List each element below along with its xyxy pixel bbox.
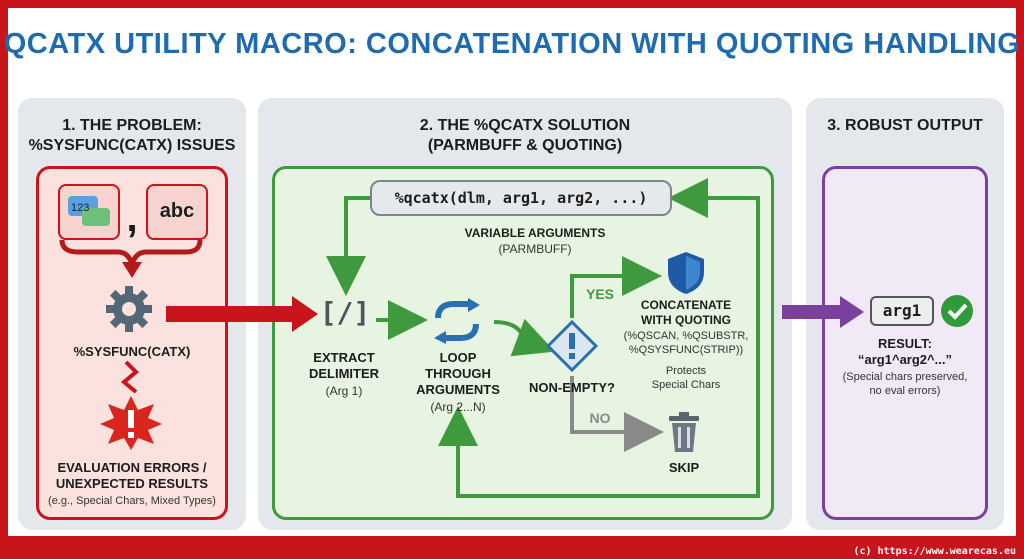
brace-connector	[59, 239, 203, 272]
page-title: QCATX UTILITY MACRO: CONCATENATION WITH …	[3, 28, 1021, 60]
result-note-line2: no eval errors)	[869, 385, 941, 397]
error-burst-icon	[98, 394, 164, 452]
abc-text: abc	[159, 200, 195, 222]
arg-chip-text: arg1	[882, 301, 922, 320]
extract-line1: EXTRACT	[313, 350, 375, 365]
protects-line2: Special Chars	[651, 379, 721, 391]
concat-line2: WITH QUOTING	[641, 313, 731, 327]
decision-diamond-icon	[545, 319, 599, 373]
sysfunc-label: %SYSFUNC(CATX)	[73, 344, 191, 359]
qcatx-signature: %qcatx(dlm, arg1, arg2, ...)	[370, 180, 672, 216]
loop-to-decision	[493, 318, 555, 357]
skip-label: SKIP	[668, 460, 700, 475]
signature-text: %qcatx(dlm, arg1, arg2, ...)	[394, 189, 648, 207]
decision-label: NON-EMPTY?	[529, 380, 615, 395]
trash-icon	[666, 412, 702, 454]
extract-sub: (Arg 1)	[325, 384, 363, 398]
numbers-chat-icon: 123	[58, 184, 120, 240]
copyright-footer[interactable]: (c) https://www.wearecas.eu	[853, 546, 1016, 557]
yes-branch	[570, 256, 662, 318]
brace-arrowhead	[122, 262, 142, 278]
delimiter-icon: [/]	[319, 296, 371, 329]
output-heading: 3. ROBUST OUTPUT	[827, 117, 983, 134]
loop-line1: LOOP	[439, 350, 477, 365]
concat-funcs1: (%QSCAN, %QSUBSTR,	[623, 330, 749, 342]
solution-heading-line1: 2. THE %QCATX SOLUTION	[419, 117, 631, 134]
red-flow-bar	[166, 306, 296, 322]
loop-sub: (Arg 2...N)	[430, 400, 486, 414]
result-label: RESULT:	[878, 336, 932, 351]
abc-quote-icon: abc	[146, 184, 208, 240]
purple-flow-arrowhead	[840, 296, 864, 328]
error-line1: EVALUATION ERRORS /	[57, 460, 207, 475]
loop-back	[438, 320, 760, 498]
varargs-label: VARIABLE ARGUMENTS	[464, 226, 606, 240]
arg-chip: arg1	[870, 296, 934, 326]
purple-flow-bar	[782, 305, 844, 319]
result-note-line1: (Special chars preserved,	[842, 371, 968, 383]
concat-funcs2: %QSYSFUNC(STRIP))	[628, 344, 744, 356]
output-box	[822, 166, 988, 520]
problem-heading-line1: 1. THE PROBLEM:	[62, 117, 202, 134]
no-label: NO	[589, 410, 611, 426]
protects-line1: Protects	[665, 365, 707, 377]
back-to-signature	[668, 178, 760, 320]
error-note: (e.g., Special Chars, Mixed Types)	[48, 495, 216, 507]
sig-to-extract	[326, 196, 372, 296]
varargs-sub: (PARMBUFF)	[498, 242, 572, 256]
concat-line1: CONCATENATE	[640, 298, 732, 312]
shield-icon	[664, 250, 708, 296]
lightning-bolt	[120, 360, 139, 394]
result-value: “arg1^arg2^...”	[858, 352, 952, 367]
red-flow-arrowhead	[292, 296, 318, 332]
comma-glyph: ,	[126, 196, 138, 240]
problem-heading-line2: %SYSFUNC(CATX) ISSUES	[28, 137, 236, 154]
error-line2: UNEXPECTED RESULTS	[55, 476, 209, 491]
no-branch	[570, 376, 664, 452]
loop-line2: THROUGH	[425, 366, 491, 381]
yes-label: YES	[585, 286, 614, 302]
check-icon	[940, 294, 974, 328]
gear-icon	[104, 284, 154, 334]
numbers-text: 123	[71, 202, 89, 214]
loop-line3: ARGUMENTS	[416, 382, 500, 397]
loop-arrows-icon	[430, 298, 484, 344]
extract-line2: DELIMITER	[308, 366, 380, 381]
solution-heading-line2: (PARMBUFF & QUOTING)	[427, 137, 623, 154]
